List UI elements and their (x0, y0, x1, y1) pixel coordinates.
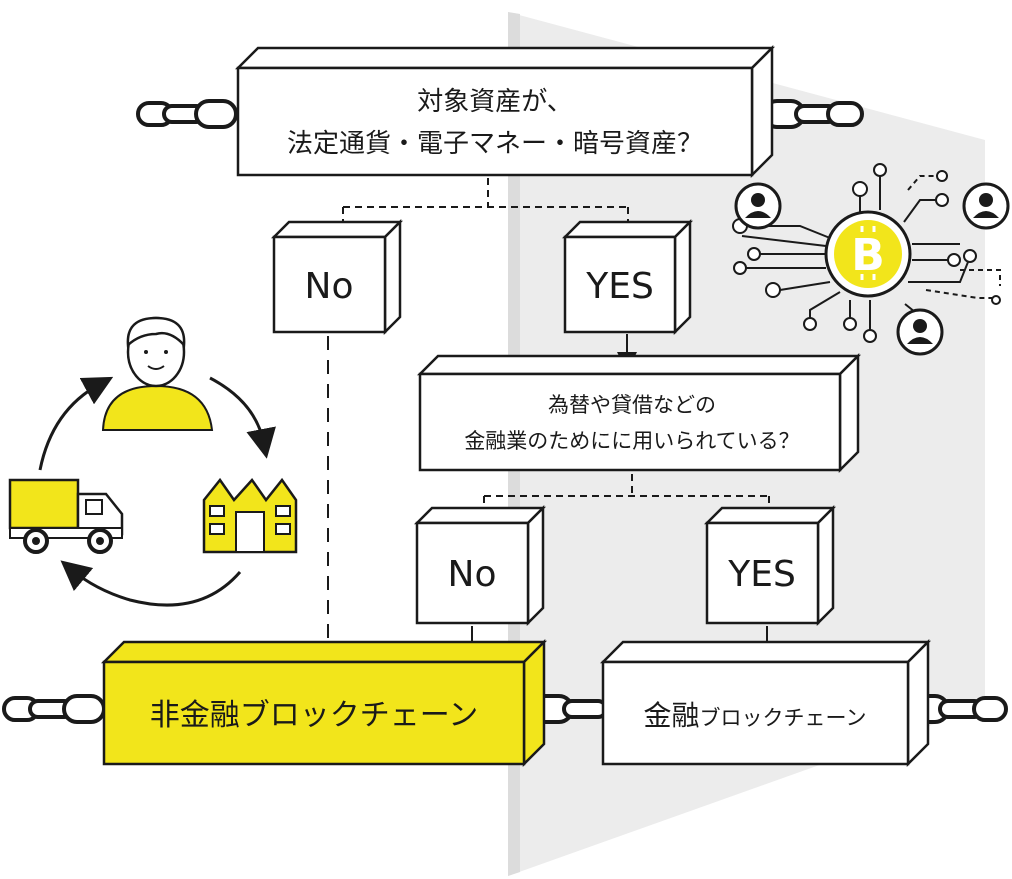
person-icon (896, 308, 944, 356)
question2-box: 為替や貸借などの 金融業のためにに用いられている？ (416, 352, 862, 474)
non-financial-blockchain-box: 非金融ブロックチェーン (100, 638, 548, 768)
svg-text:B: B (851, 230, 885, 281)
chain-icon (762, 99, 864, 129)
q2-branch-connector (483, 474, 770, 509)
q1-no-box: No (270, 218, 404, 336)
q2-yes-label: YES (727, 554, 796, 595)
question2-line2: 金融業のためにに用いられている？ (464, 429, 799, 453)
q2-no-box: No (413, 504, 547, 627)
q1-yes-label: YES (585, 266, 654, 307)
bitcoin-icon: B (824, 210, 912, 298)
question2-line1: 為替や貸借などの (548, 393, 716, 417)
question1-box: 対象資産が、 法定通貨・電子マネー・暗号資産？ (234, 44, 776, 179)
person-icon (962, 182, 1010, 230)
question1-line2: 法定通貨・電子マネー・暗号資産？ (287, 129, 703, 159)
q1-branch-connector (342, 178, 629, 223)
person-icon (734, 182, 782, 230)
financial-blockchain-box: 金融ブロックチェーン (599, 638, 932, 768)
truck-icon (8, 478, 124, 554)
financial-label-sub: ブロックチェーン (700, 706, 867, 730)
question1-line1: 対象資産が、 (417, 87, 572, 117)
q2-yes-box: YES (703, 504, 837, 627)
q1-no-label: No (305, 266, 354, 307)
chain-icon (2, 694, 106, 724)
chain-icon (136, 99, 238, 129)
factory-icon (202, 477, 298, 554)
q1-yes-box: YES (561, 218, 694, 336)
non-financial-label: 非金融ブロックチェーン (150, 698, 479, 733)
person-icon (101, 316, 214, 431)
svg-text:金融ブロックチェーン: 金融ブロックチェーン (644, 699, 867, 732)
financial-label-main: 金融 (644, 699, 700, 732)
q2-no-label: No (448, 554, 497, 595)
cycle-arrows (38, 376, 276, 607)
